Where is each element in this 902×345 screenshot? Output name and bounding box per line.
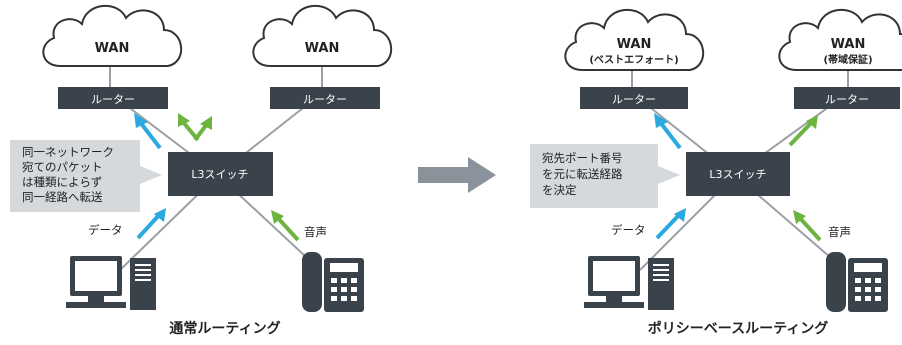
router-box xyxy=(794,87,900,109)
blue-arrow-icon xyxy=(136,208,166,240)
right-caption: ポリシーベースルーティング xyxy=(648,320,828,337)
callout-line: を元に転送経路 xyxy=(542,167,623,181)
desktop-computer-icon xyxy=(584,256,674,310)
callout-line: 同一ネットワーク xyxy=(22,145,114,159)
desk-phone-icon xyxy=(826,252,888,312)
wan-sublabel: (ベストエフォート) xyxy=(589,54,678,66)
blue-arrow-icon xyxy=(655,208,686,240)
router-box xyxy=(270,87,380,109)
router-box xyxy=(580,87,688,109)
left-diagram: WAN WAN ルーター ルーター L3スイッチ 同一ネットワーク 宛てのパケッ… xyxy=(10,4,393,337)
wan-label: WAN xyxy=(831,37,866,52)
callout-line: 同一経路へ転送 xyxy=(22,190,103,204)
green-arrow-icon xyxy=(271,210,300,242)
wan-sublabel: (帯域保証) xyxy=(823,53,872,66)
wan-label: WAN xyxy=(95,41,130,56)
wan-label: WAN xyxy=(617,37,652,52)
callout-bubble xyxy=(530,144,680,208)
cloud-icon: WAN xyxy=(252,4,393,67)
callout-line: を決定 xyxy=(542,183,577,197)
l3-switch-label: L3スイッチ xyxy=(709,168,766,181)
green-arrow-icon xyxy=(793,210,822,242)
data-label: データ xyxy=(88,223,123,237)
right-diagram: WAN (ベストエフォート) WAN (帯域保証) ルーター ルーター L3スイ… xyxy=(530,8,902,337)
router-label: ルーター xyxy=(91,93,135,106)
green-arrow-icon xyxy=(193,116,212,142)
blue-arrow-icon xyxy=(134,113,162,150)
callout-line: 宛てのパケット xyxy=(22,160,103,174)
data-label: データ xyxy=(611,223,646,237)
desktop-computer-icon xyxy=(66,256,156,310)
router-box xyxy=(58,87,168,109)
cloud-icon: WAN xyxy=(42,4,183,67)
callout-line: 宛先ポート番号 xyxy=(542,151,623,165)
right-arrow-icon xyxy=(418,157,496,193)
blue-arrow-icon xyxy=(654,113,682,150)
l3-switch-box xyxy=(168,152,273,196)
callout-bubble xyxy=(10,140,162,212)
router-label: ルーター xyxy=(612,93,656,106)
cloud-icon: WAN (帯域保証) xyxy=(778,8,902,71)
desk-phone-icon xyxy=(302,252,364,312)
left-caption: 通常ルーティング xyxy=(169,320,280,337)
callout-line: は種類によらず xyxy=(22,175,102,189)
voice-label: 音声 xyxy=(304,225,327,239)
l3-switch-box xyxy=(686,152,790,196)
wan-label: WAN xyxy=(305,41,340,56)
router-label: ルーター xyxy=(825,93,869,106)
green-arrow-icon xyxy=(788,115,818,147)
cloud-icon: WAN (ベストエフォート) xyxy=(564,8,705,71)
voice-label: 音声 xyxy=(828,225,851,239)
l3-switch-label: L3スイッチ xyxy=(191,168,248,181)
router-label: ルーター xyxy=(303,93,347,106)
green-arrow-icon xyxy=(178,113,200,142)
